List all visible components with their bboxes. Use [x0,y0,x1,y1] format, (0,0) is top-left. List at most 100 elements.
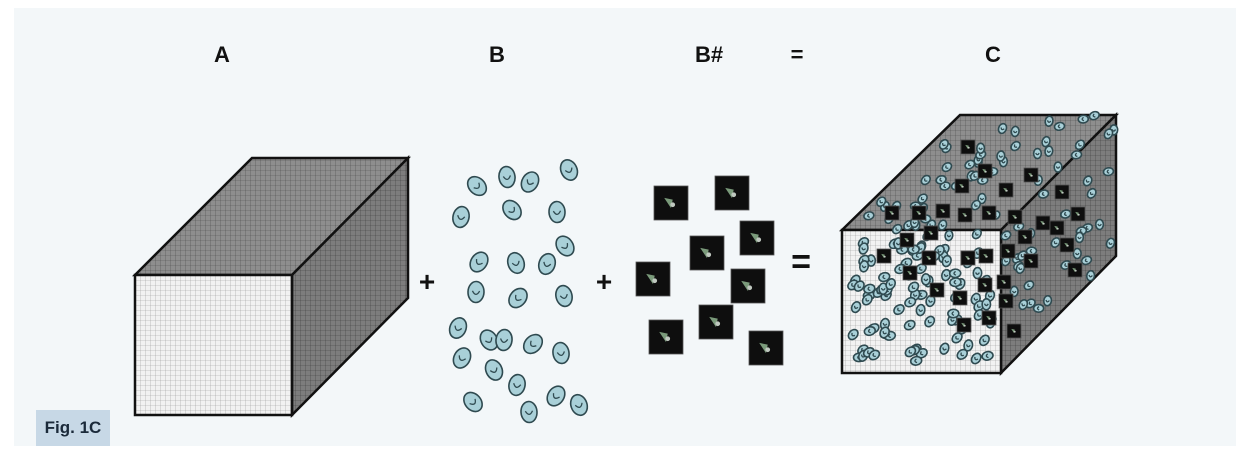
cell-icon [555,235,575,257]
cell-icon [1085,269,1096,282]
header-b: B [489,42,505,67]
cell-icon [917,193,928,204]
cell-icon [956,348,969,360]
cell-icon [522,333,544,355]
cell-icon [879,326,890,339]
cell-icon [1015,262,1026,275]
cell-icon [1094,218,1105,231]
cell-icon [904,346,917,358]
cell-icon [850,301,862,314]
cell-icon [508,373,526,397]
cell-icon [548,200,566,224]
cell-icon [903,319,916,331]
cell-icon [970,352,982,365]
particle-icon [748,330,784,366]
cell-icon [552,341,570,365]
cell-icon [1023,280,1035,291]
figure-label: Fig. 1C [36,410,110,446]
cell-icon [937,219,948,231]
cell-icon [997,122,1008,135]
particle-icon [956,317,972,333]
cell-icon [863,211,875,221]
particle-icon [981,310,997,326]
equals-operator: = [791,243,811,281]
particle-icon [1007,209,1023,225]
particle-icon [876,248,892,264]
particle-icon [996,274,1012,290]
cell-icon [964,159,976,170]
particle-icon [1059,237,1075,253]
particle-icon [1035,215,1051,231]
particle-icon [957,207,973,223]
particle-icon [714,175,750,211]
cell-icon [915,303,926,317]
particle-icon [1023,167,1039,183]
cell-icon [948,268,962,279]
cell-icon [555,284,573,308]
particle-icon [921,250,937,266]
cell-icon [935,174,947,185]
cell-icon [1053,161,1063,173]
cell-icon [981,350,994,361]
cell-icon [1032,303,1045,313]
cell-icon [1041,135,1051,148]
particle-icon [648,319,684,355]
cell-icon [1010,140,1021,152]
particle-icon [977,277,993,293]
particle-icon [998,182,1014,198]
cell-icon [861,293,873,306]
particle-icon [1070,206,1086,222]
cell-icon [559,159,579,181]
particle-icon [899,232,915,248]
header-c: C [985,42,1001,67]
particle-icon [1067,262,1083,278]
particle-icon [960,139,976,155]
cell-icon [938,138,949,150]
cell-icon [876,196,887,207]
particle-icon [981,205,997,221]
cell-icon [907,281,920,293]
particle-icon [698,304,734,340]
particle-icon [911,205,927,221]
cell-icon [467,280,485,304]
cell-icon [520,400,538,424]
particle-icon [730,268,766,304]
particle-icon [935,203,951,219]
cell-icon [1105,237,1116,249]
cell-icon [1070,150,1083,160]
cell-icon [502,199,522,221]
particle-icon [960,250,976,266]
cell-icon [1037,189,1050,199]
cell-icon [909,355,923,366]
cell-icon [466,175,488,197]
particle-icon [902,265,918,281]
cell-icon [878,271,891,283]
cell-icon [853,280,865,292]
cell-icon [949,277,962,288]
particle-icon [954,178,970,194]
combined-block-c [838,110,1120,377]
cell-icon [1103,128,1114,140]
cell-icon [1010,125,1020,138]
cell-icon [520,171,540,193]
particle-icon [1006,323,1022,339]
cell-icon [1077,114,1090,124]
cell-icon [1072,247,1082,260]
cell-icon [546,385,566,407]
cell-icon [1032,147,1043,160]
cell-icon [893,303,905,316]
cell-icon [863,283,876,294]
particle-icon [1017,229,1033,245]
cell-icon [448,317,468,339]
cell-icon [1088,110,1100,121]
plus-operator-1: + [418,266,436,297]
cell-icon [1060,209,1072,219]
particle-icon [1049,220,1065,236]
cell-icon [1044,115,1054,127]
cells-group-b [448,159,589,424]
cell-icon [920,273,931,286]
particle-icon [689,235,725,271]
cell-icon [972,266,983,280]
cell-icon [939,342,950,355]
